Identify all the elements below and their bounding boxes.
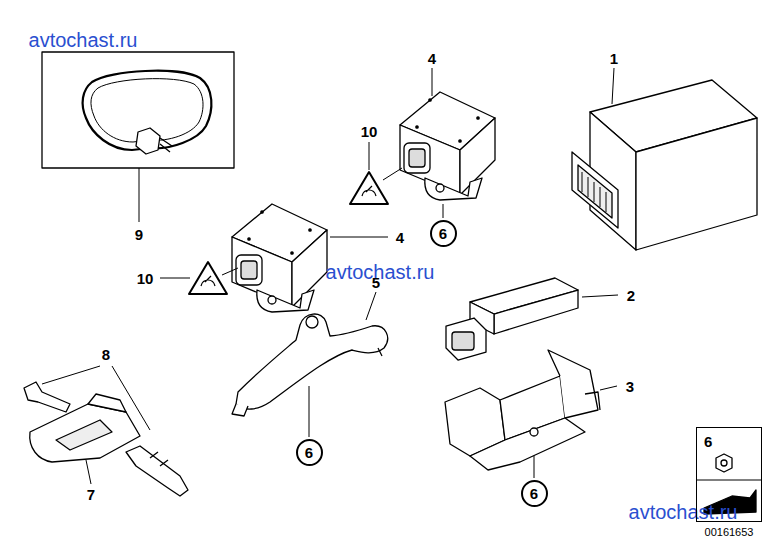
leader-line xyxy=(369,142,370,170)
symbol-box: 6 xyxy=(696,427,762,522)
part-panel xyxy=(42,52,234,168)
ring-buckle xyxy=(160,138,172,152)
ring-buckle xyxy=(136,128,160,154)
callout-circle: 6 xyxy=(430,220,457,247)
mounting-bracket xyxy=(445,350,600,470)
callout-number: 6 xyxy=(439,226,447,241)
callout-number: 10 xyxy=(137,271,154,286)
leader-line xyxy=(383,168,402,180)
callout-number: 6 xyxy=(530,486,538,501)
callout-number: 10 xyxy=(361,124,378,139)
callout-number: 9 xyxy=(135,227,143,242)
leader-line xyxy=(139,168,140,222)
nut-symbol xyxy=(716,454,732,472)
sensor-icon xyxy=(201,276,215,286)
divider xyxy=(696,480,762,481)
tire-pressure-sensor xyxy=(24,382,188,496)
leader-line xyxy=(600,386,617,390)
callout-number: 4 xyxy=(428,51,436,66)
warning-triangle xyxy=(189,262,227,294)
bracket-line xyxy=(42,366,150,430)
antenna-module xyxy=(232,204,327,312)
warning-triangle xyxy=(350,172,388,204)
leader-line xyxy=(222,268,238,275)
part-diagram-number: 00161653 xyxy=(705,527,754,538)
callout-number: 3 xyxy=(626,379,634,394)
callout-number: 7 xyxy=(87,487,95,502)
leader-line xyxy=(309,386,310,437)
leader-line xyxy=(330,237,388,238)
leader-line xyxy=(612,68,614,104)
leader-line xyxy=(582,295,618,297)
callout-circle: 6 xyxy=(521,480,548,507)
leader-line xyxy=(366,292,376,320)
callout-number: 6 xyxy=(704,434,712,449)
watermark: avtochast.ru xyxy=(29,30,138,50)
sensor-icon xyxy=(362,186,376,196)
callout-number: 8 xyxy=(102,347,110,362)
nut-symbol xyxy=(721,460,727,466)
callout-number: 5 xyxy=(372,275,380,290)
antenna-rod xyxy=(446,278,578,360)
callout-number: 4 xyxy=(396,230,404,245)
leader-line xyxy=(443,204,444,218)
control-unit xyxy=(572,80,757,250)
leader-line xyxy=(86,460,91,484)
antenna-module xyxy=(400,92,495,200)
holder-arm xyxy=(232,314,388,416)
callout-number: 2 xyxy=(627,288,635,303)
leader-line xyxy=(432,68,433,96)
callout-circle: 6 xyxy=(296,439,323,466)
leader-line xyxy=(160,278,190,279)
callout-number: 1 xyxy=(610,51,618,66)
leader-line xyxy=(534,456,535,478)
callout-number: 6 xyxy=(305,445,313,460)
watermark: avtochast.ru xyxy=(629,502,738,522)
